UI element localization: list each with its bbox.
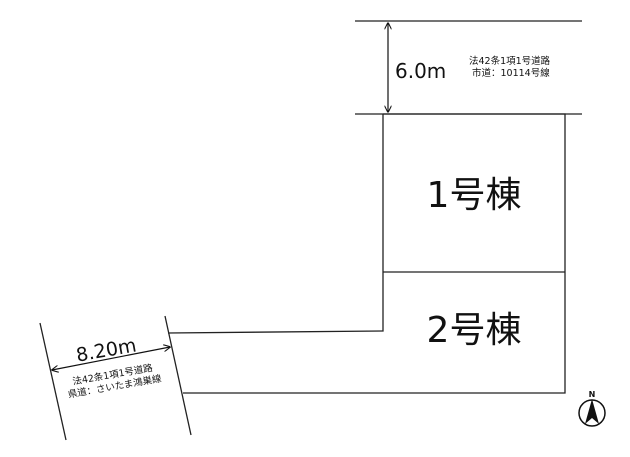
lot-outline [167, 113, 566, 394]
top-road-type: 法42条1項1号道路 [469, 55, 551, 67]
left-road-edge [39, 322, 67, 441]
left-road-dimension [52, 347, 170, 370]
north-arrow-icon: N [578, 390, 606, 427]
left-road-width: 8.20m [74, 334, 138, 366]
top-road-width: 6.0m [395, 59, 446, 83]
top-road-name: 市道：10114号線 [472, 67, 550, 79]
lot-2-label: 2号棟 [427, 310, 522, 351]
north-label: N [589, 390, 596, 399]
lot-1-label: 1号棟 [427, 175, 522, 216]
left-road-edge [164, 315, 192, 436]
